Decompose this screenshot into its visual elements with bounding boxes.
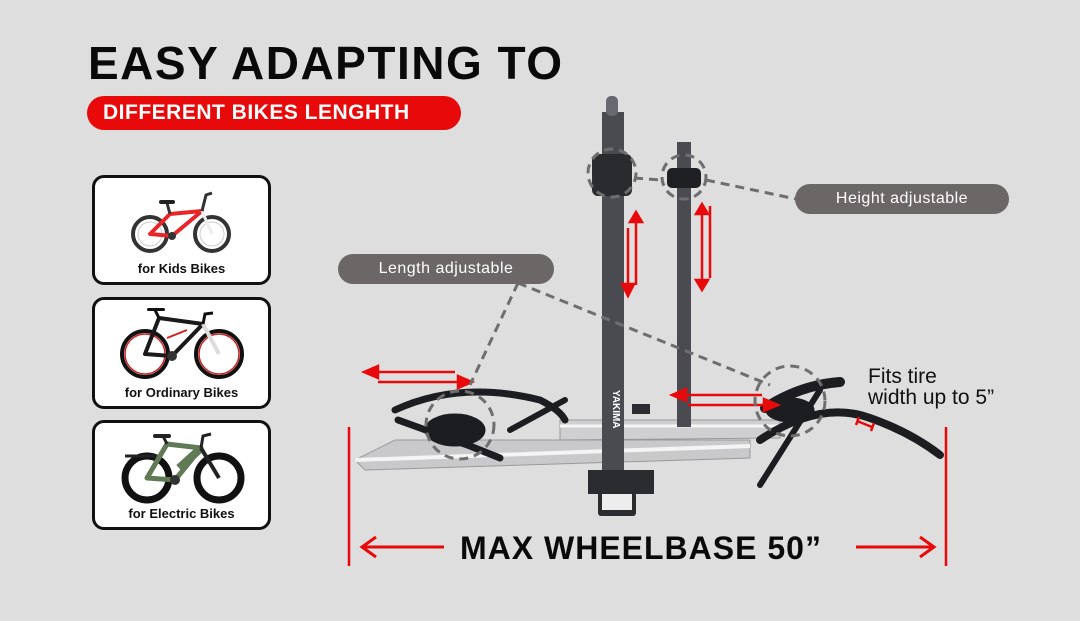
length-arrow-right <box>668 387 782 413</box>
kids-bike-icon <box>130 191 231 253</box>
wheelbase-arrow-left <box>359 535 444 559</box>
height-arrow-rear <box>693 201 712 293</box>
length-adjustable-callout: Length adjustable <box>338 254 554 284</box>
length-adjustable-text: Length adjustable <box>378 260 514 277</box>
length-arrow-left <box>360 364 476 390</box>
bike-card-label: for Ordinary Bikes <box>124 385 239 400</box>
height-adjustable-callout: Height adjustable <box>795 184 1009 214</box>
rack-mast-front: YAKIMA <box>592 96 632 506</box>
wheel-tray-left <box>391 388 569 462</box>
svg-text:YAKIMA: YAKIMA <box>610 390 621 429</box>
wheelbase-arrow-right <box>856 535 937 559</box>
tire-width-marker <box>854 416 876 432</box>
bike-card-electric: for Electric Bikes <box>92 420 271 530</box>
subheadline-text: DIFFERENT BIKES LENGHTH <box>103 101 410 124</box>
tire-width-line1: Fits tire <box>868 365 937 388</box>
headline: EASY ADAPTING TO <box>88 37 564 89</box>
callout-leader-lines <box>424 147 827 461</box>
bike-card-kids: for Kids Bikes <box>92 175 271 285</box>
tire-width-line2: width up to 5” <box>868 386 995 409</box>
electric-bike-icon <box>121 432 244 504</box>
height-adjustable-text: Height adjustable <box>835 190 969 207</box>
tire-width-callout: Fits tire width up to 5” <box>868 366 994 408</box>
bike-card-label: for Electric Bikes <box>128 506 235 521</box>
subheadline-badge: DIFFERENT BIKES LENGHTH <box>87 96 461 130</box>
bike-card-ordinary: for Ordinary Bikes <box>92 297 271 409</box>
rack-mast-rear <box>667 142 701 427</box>
max-wheelbase-label: MAX WHEELBASE 50” <box>460 530 822 566</box>
rack-hitch-base <box>588 404 654 516</box>
bike-card-label: for Kids Bikes <box>137 261 226 276</box>
mountain-bike-icon <box>119 308 244 379</box>
height-arrow-front <box>619 209 645 299</box>
